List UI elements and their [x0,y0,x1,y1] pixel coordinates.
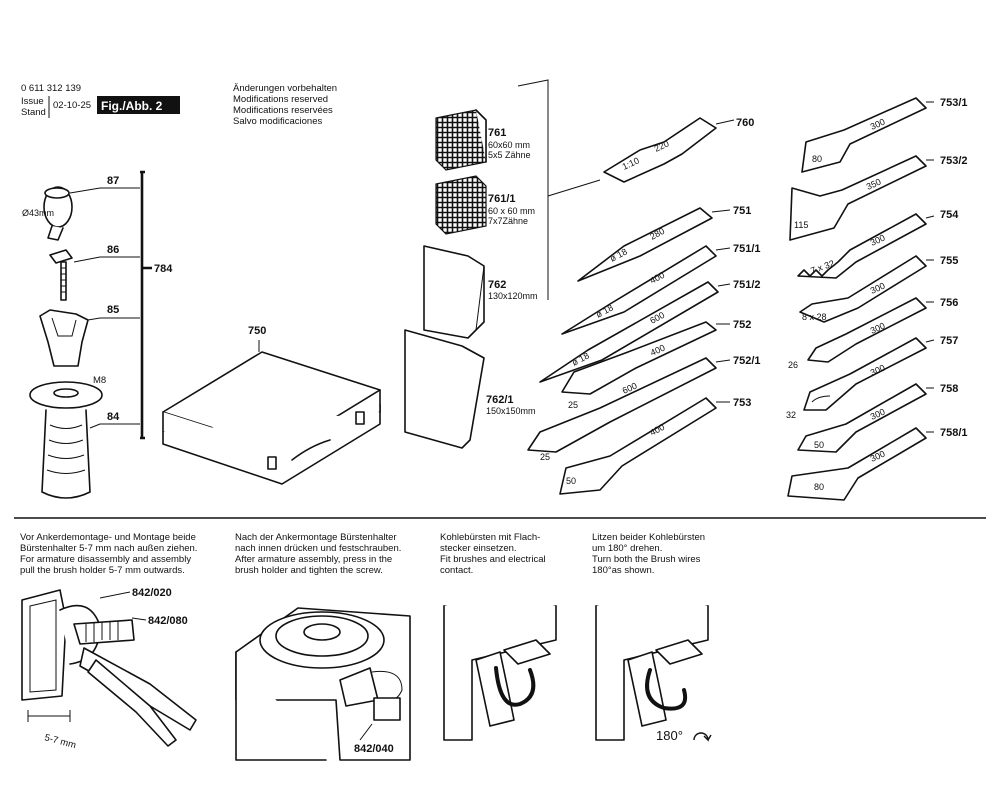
step-1: Vor Ankerdemontage- und Montage beide Bü… [20,532,197,751]
part-751-1-label: 751/1 [733,243,761,255]
pad-762-size: 130x120mm [488,291,538,301]
step-1-dim: 5-7 mm [43,732,77,751]
step-3-line-2: stecker einsetzen. [440,543,517,554]
stand-label: Stand [21,107,46,118]
step-1-line-1: Vor Ankerdemontage- und Montage beide [20,532,196,543]
fig-label: Fig./Abb. 2 [101,99,163,113]
adapter-760: 1:10 220 760 [603,117,754,183]
header: 0 611 312 139 Issue Stand 02-10-25 Fig./… [21,83,337,127]
bush-hammer-pads: 761 60x60 mm 5x5 Zähne 761/1 60 x 60 mm … [404,79,601,449]
clamp-holder [39,309,89,367]
part-752-label: 752 [733,319,751,331]
step-3: Kohlebürsten mit Flach- stecker einsetze… [440,532,557,741]
step-4-line-3: Turn both the Brush wires [592,554,701,565]
part-751-2-label: 751/2 [733,279,761,291]
tool-752-1-width: 25 [540,452,550,462]
issue-label: Issue [21,96,44,107]
rotate-arrow-icon [693,732,712,742]
part-756-label: 756 [940,297,958,309]
side-handle [29,381,103,499]
part-751-label: 751 [733,205,751,217]
auxiliary-handle-assembly: Ø43mm M8 87 86 85 84 784 [22,170,173,499]
pad-761-id: 761 [488,127,506,139]
pad-762 [423,245,485,339]
step-1-line-4: pull the brush holder 5-7 mm outwards. [20,565,185,576]
step-1-line-3: For armature disassembly and assembly [20,554,191,565]
diameter-label: Ø43mm [22,208,54,218]
wing-bolt [49,249,73,301]
pad-762-1-size: 150x150mm [486,406,536,416]
step-3-line-4: contact. [440,565,473,576]
tool-753-2-width: 115 [794,220,808,230]
step-1-part-842-020: 842/020 [132,587,172,599]
step-2-line-2: nach innen drücken und festschrauben. [235,543,401,554]
pad-762-1-id: 762/1 [486,394,514,406]
depth-stop-clamp [43,186,73,241]
part-85-label: 85 [107,304,119,316]
step-1-line-2: Bürstenhalter 5-7 mm nach außen ziehen. [20,543,197,554]
right-chisels: 80 300 753/1 115 350 753/2 7 x 32 300 75… [786,97,968,501]
step-3-line-3: Fit brushes and electrical [440,554,546,565]
step-4-rotation: 180° [656,728,683,743]
step-4: Litzen beider Kohlebürsten um 180° drehe… [592,532,712,743]
carrying-case: 750 [162,325,381,485]
part-752-1-label: 752/1 [733,355,761,367]
tool-756-width: 26 [788,360,798,370]
step-2-part-842-040: 842/040 [354,743,394,755]
pad-761-1-face [435,175,487,235]
tool-757-width: 32 [786,410,796,420]
pad-762-1 [404,329,485,449]
part-86-label: 86 [107,244,119,256]
part-758-label: 758 [940,383,958,395]
tool-758-1-width: 80 [814,482,824,492]
tool-758-width: 50 [814,440,824,450]
doc-number: 0 611 312 139 [21,83,81,94]
step-4-line-2: um 180° drehen. [592,543,662,554]
pad-761-1-teeth: 7x7Zähne [488,216,528,226]
part-87-label: 87 [107,175,119,187]
part-755-label: 755 [940,255,958,267]
pad-761-1-size: 60 x 60 mm [488,206,535,216]
fig-label-box [97,96,180,114]
step-2-line-1: Nach der Ankermontage Bürstenhalter [235,532,397,543]
step-2-line-3: After armature assembly, press in the [235,554,392,565]
tool-755-width: 8 x 28 [802,312,827,322]
part-758-1-label: 758/1 [940,427,968,439]
step-3-line-1: Kohlebürsten mit Flach- [440,532,540,543]
pad-761-1-id: 761/1 [488,193,516,205]
part-753-2-label: 753/2 [940,155,968,167]
notice-de: Änderungen vorbehalten [233,83,337,94]
middle-chisels: ø 18 280 751 ø 18 400 751/1 ø 18 600 751… [527,205,761,495]
tool-752-width: 25 [568,400,578,410]
pad-761-size: 60x60 mm [488,140,530,150]
part-753-1-label: 753/1 [940,97,968,109]
notice-fr: Modifications reservées [233,105,333,116]
notice-es: Salvo modificaciones [233,116,322,127]
step-4-line-1: Litzen beider Kohlebürsten [592,532,705,543]
part-757-label: 757 [940,335,958,347]
step-1-part-842-080: 842/080 [148,615,188,627]
pad-762-id: 762 [488,279,506,291]
part-750-label: 750 [248,325,266,337]
tool-753-width: 50 [566,476,576,486]
tool-753-1-width: 80 [812,154,822,164]
step-2-line-4: brush holder and tighten the screw. [235,565,383,576]
part-84-label: 84 [107,411,120,423]
part-753-label: 753 [733,397,751,409]
issue-date: 02-10-25 [53,100,91,111]
part-784-label: 784 [154,263,173,275]
part-754-label: 754 [940,209,959,221]
step-2: Nach der Ankermontage Bürstenhalter nach… [235,532,411,761]
step-4-line-4: 180°as shown. [592,565,654,576]
notice-en: Modifications reserved [233,94,328,105]
thread-label: M8 [93,375,106,386]
part-760-label: 760 [736,117,754,129]
pad-761-teeth: 5x5 Zähne [488,150,531,160]
